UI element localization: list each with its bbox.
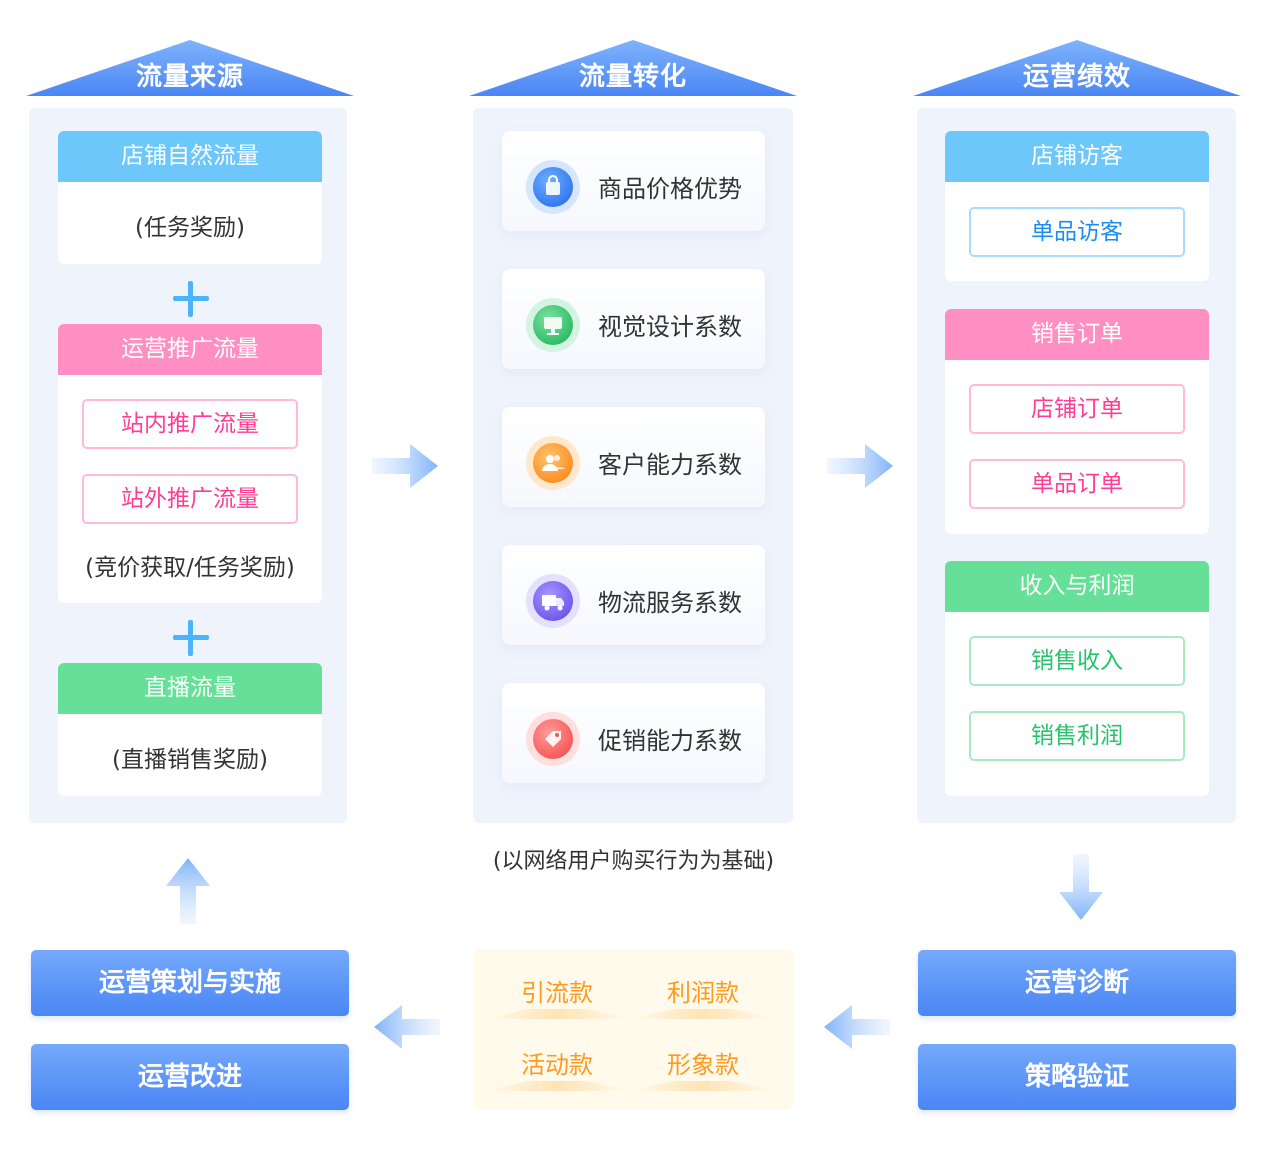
live-traffic-card: 直播流量 (直播销售奖励)	[58, 663, 322, 796]
sales-orders-card: 销售订单 店铺订单 单品订单	[945, 309, 1209, 534]
product-tag-image: 形象款	[630, 1045, 776, 1091]
revenue-profit-card: 收入与利润 销售收入 销售利润	[945, 561, 1209, 796]
tag-icon	[526, 712, 580, 766]
shopping-bag-icon	[526, 160, 580, 214]
live-traffic-header: 直播流量	[58, 663, 322, 714]
ops-promo-traffic-header: 运营推广流量	[58, 324, 322, 375]
arrow-right-icon	[827, 442, 895, 490]
item-orders-pill: 单品订单	[969, 459, 1185, 509]
shop-orders-pill: 店铺订单	[969, 384, 1185, 434]
revenue-profit-header: 收入与利润	[945, 561, 1209, 612]
shop-visitors-card: 店铺访客 单品访客	[945, 131, 1209, 281]
traffic-conversion-roof: 流量转化	[469, 40, 797, 98]
factor-label: 客户能力系数	[598, 451, 742, 479]
sales-revenue-pill: 销售收入	[969, 636, 1185, 686]
ops-diagnosis-button[interactable]: 运营诊断	[918, 950, 1236, 1016]
item-visitors-pill: 单品访客	[969, 207, 1185, 257]
plus-icon	[173, 620, 209, 656]
live-traffic-note: (直播销售奖励)	[112, 747, 268, 773]
roof-shape-icon	[469, 40, 797, 96]
sales-profit-pill: 销售利润	[969, 711, 1185, 761]
arrow-down-icon	[1057, 854, 1105, 922]
factor-label: 促销能力系数	[598, 727, 742, 755]
traffic-source-roof: 流量来源	[26, 40, 354, 98]
shop-natural-traffic-note: (任务奖励)	[135, 215, 245, 241]
ops-promo-traffic-note: (竞价获取/任务奖励)	[85, 555, 295, 581]
factor-visual-design: 视觉设计系数	[502, 269, 765, 369]
users-icon	[526, 436, 580, 490]
factor-label: 物流服务系数	[598, 589, 742, 617]
arrow-left-icon	[822, 1003, 890, 1051]
truck-icon	[526, 574, 580, 628]
ops-planning-button[interactable]: 运营策划与实施	[31, 950, 349, 1016]
ops-improvement-button[interactable]: 运营改进	[31, 1044, 349, 1110]
factor-label: 商品价格优势	[598, 175, 742, 203]
factor-price-advantage: 商品价格优势	[502, 131, 765, 231]
ops-promo-traffic-card: 运营推广流量 站内推广流量 站外推广流量 (竞价获取/任务奖励)	[58, 324, 322, 603]
plus-icon	[173, 281, 209, 317]
shop-visitors-header: 店铺访客	[945, 131, 1209, 182]
traffic-source-title: 流量来源	[135, 62, 244, 92]
offsite-promo-traffic-pill: 站外推广流量	[82, 474, 298, 524]
conversion-basis-note: (以网络用户购买行为为基础)	[492, 849, 775, 874]
factor-promotion-ability: 促销能力系数	[502, 683, 765, 783]
factor-logistics-service: 物流服务系数	[502, 545, 765, 645]
factor-label: 视觉设计系数	[598, 313, 742, 341]
ops-performance-roof: 运营绩效	[913, 40, 1241, 98]
arrow-up-icon	[164, 856, 212, 924]
product-tag-profit: 利润款	[630, 973, 776, 1019]
roof-shape-icon	[26, 40, 354, 96]
onsite-promo-traffic-pill: 站内推广流量	[82, 399, 298, 449]
roof-shape-icon	[913, 40, 1241, 96]
traffic-conversion-title: 流量转化	[578, 62, 687, 92]
arrow-right-icon	[372, 442, 440, 490]
arrow-left-icon	[372, 1003, 440, 1051]
ops-performance-title: 运营绩效	[1022, 62, 1131, 92]
shop-natural-traffic-card: 店铺自然流量 (任务奖励)	[58, 131, 322, 264]
product-tag-traffic: 引流款	[484, 973, 630, 1019]
strategy-verification-button[interactable]: 策略验证	[918, 1044, 1236, 1110]
sales-orders-header: 销售订单	[945, 309, 1209, 360]
factor-customer-ability: 客户能力系数	[502, 407, 765, 507]
product-tag-campaign: 活动款	[484, 1045, 630, 1091]
monitor-icon	[526, 298, 580, 352]
shop-natural-traffic-header: 店铺自然流量	[58, 131, 322, 182]
product-types-panel: 引流款 利润款 活动款 形象款	[474, 949, 793, 1110]
